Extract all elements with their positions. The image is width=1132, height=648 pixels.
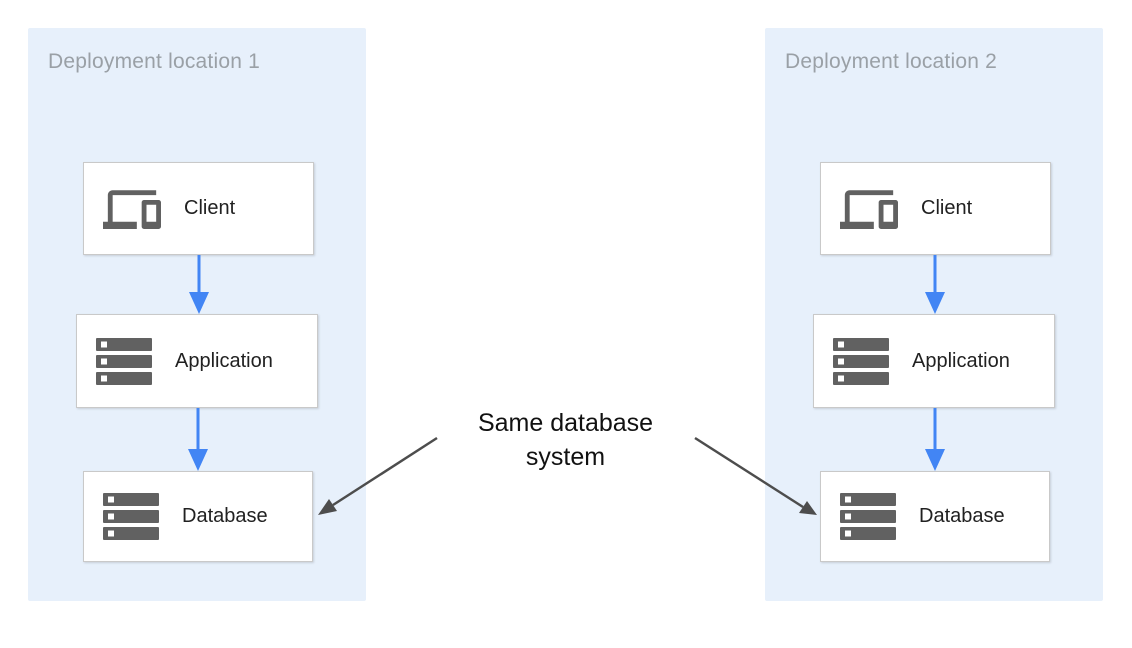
panel-title: Deployment location 2 [785, 50, 997, 73]
annotation-line-2: system [525, 443, 606, 471]
node-label: Client [921, 197, 973, 219]
client-node: Client [83, 162, 314, 255]
database-node: Database [820, 471, 1050, 562]
node-label: Database [919, 505, 1005, 527]
client-node: Client [820, 162, 1051, 255]
devices-icon [840, 184, 898, 234]
database-node: Database [83, 471, 313, 562]
storage-icon [103, 493, 159, 540]
annotation-line-1: Same database [477, 409, 654, 437]
same-database-system-annotation: Same database system [440, 406, 691, 474]
storage-icon [833, 337, 889, 385]
node-label: Database [182, 505, 268, 527]
storage-icon [96, 337, 152, 385]
node-label: Client [184, 197, 236, 219]
node-label: Application [175, 349, 273, 372]
deployment-location-2-panel: Deployment location 2 Client [765, 28, 1103, 601]
panel-title: Deployment location 1 [48, 50, 260, 73]
storage-icon [840, 493, 896, 540]
application-node: Application [76, 314, 318, 408]
devices-icon [103, 184, 161, 234]
deployment-location-1-panel: Deployment location 1 Client [28, 28, 366, 601]
application-node: Application [813, 314, 1055, 408]
node-label: Application [912, 349, 1010, 372]
